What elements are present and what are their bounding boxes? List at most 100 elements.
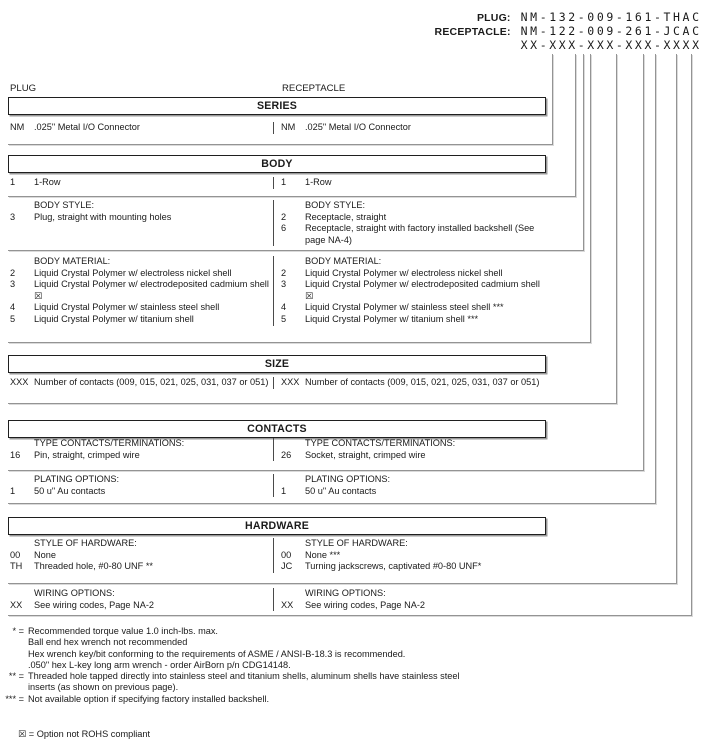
- footnote-text: Threaded hole tapped directly into stain…: [28, 671, 460, 682]
- option-row: 4 Liquid Crystal Polymer w/ stainless st…: [8, 302, 273, 314]
- rohs-note: ☒ = Option not ROHS compliant: [18, 729, 151, 739]
- option-code: 3: [10, 279, 16, 290]
- option-code: 1: [10, 177, 16, 187]
- footnote-marker: *** =: [5, 693, 24, 704]
- footnote-marker: [0, 649, 24, 660]
- section-header-hardware: HARDWARE: [8, 517, 546, 535]
- option-code: 1: [281, 177, 287, 187]
- option-code: 3: [281, 279, 287, 290]
- option-text: .025" Metal I/O Connector: [34, 122, 140, 132]
- option-code: 26: [281, 449, 292, 460]
- series-options: NM .025" Metal I/O Connector NM .025" Me…: [8, 122, 547, 134]
- option-code: 00: [10, 549, 21, 560]
- option-row: 1 50 u" Au contacts: [8, 486, 273, 498]
- option-row: 2 Liquid Crystal Polymer w/ electroless …: [279, 268, 547, 280]
- option-code: 2: [281, 267, 287, 278]
- size-left: XXX Number of contacts (009, 015, 021, 0…: [8, 377, 273, 389]
- option-text: Liquid Crystal Polymer w/ electrodeposit…: [305, 279, 540, 301]
- option-text: Liquid Crystal Polymer w/ stainless stee…: [34, 302, 220, 313]
- option-row: NM .025" Metal I/O Connector: [279, 122, 547, 134]
- option-row: XX See wiring codes, Page NA-2: [8, 600, 273, 612]
- footnote-marker: [0, 682, 24, 693]
- subsection-heading: PLATING OPTIONS:: [34, 474, 120, 484]
- option-row: 00 None: [8, 550, 273, 562]
- subsection-heading: BODY MATERIAL:: [34, 256, 111, 266]
- receptacle-label: RECEPTACLE:: [434, 26, 511, 38]
- plug-column-label: PLUG: [10, 83, 37, 94]
- section-header-body: BODY: [8, 155, 546, 173]
- option-code: NM: [281, 122, 296, 132]
- option-code: 5: [10, 313, 16, 324]
- footnote-marker: [0, 660, 24, 671]
- option-code: XX: [10, 599, 23, 610]
- option-row: 5 Liquid Crystal Polymer w/ titanium she…: [8, 314, 273, 326]
- series-right: NM .025" Metal I/O Connector: [273, 122, 547, 134]
- section-title: CONTACTS: [247, 423, 307, 435]
- plug-part-number: NM-132-009-161-THAC: [520, 10, 702, 24]
- option-text: Liquid Crystal Polymer w/ electrodeposit…: [34, 279, 269, 301]
- section-title: SIZE: [264, 358, 290, 370]
- body-row-right: 1 1-Row: [273, 177, 547, 189]
- option-text: Pin, straight, crimped wire: [34, 449, 140, 460]
- section-header-contacts: CONTACTS: [8, 420, 546, 438]
- plug-part-number-row: PLUG:NM-132-009-161-THAC: [435, 10, 699, 24]
- receptacle-part-number: NM-122-009-261-JCAC: [520, 24, 702, 38]
- option-row: XXX Number of contacts (009, 015, 021, 0…: [8, 377, 273, 389]
- option-text: Threaded hole, #0-80 UNF **: [34, 561, 153, 572]
- body-material-left: BODY MATERIAL: 2 Liquid Crystal Polymer …: [8, 256, 273, 326]
- section-header-series: SERIES: [8, 97, 546, 115]
- hardware-style-options: STYLE OF HARDWARE: 00 None TH Threaded h…: [8, 538, 547, 573]
- subsection-heading: TYPE CONTACTS/TERMINATIONS:: [34, 438, 185, 448]
- option-code: 2: [10, 267, 16, 278]
- subsection-heading: PLATING OPTIONS:: [305, 474, 391, 484]
- footnote-line: inserts (as shown on previous page).: [0, 682, 700, 693]
- footnote-marker: * =: [12, 626, 25, 636]
- body-style-right: BODY STYLE: 2 Receptacle, straight 6 Rec…: [273, 200, 547, 247]
- option-text: None: [34, 549, 56, 560]
- body-material-options: BODY MATERIAL: 2 Liquid Crystal Polymer …: [8, 256, 547, 326]
- section-header-size: SIZE: [8, 355, 546, 373]
- footnote-text: Recommended torque value 1.0 inch-lbs. m…: [28, 626, 218, 636]
- option-text: See wiring codes, Page NA-2: [305, 599, 426, 610]
- section-title: SERIES: [256, 100, 298, 112]
- option-text: Socket, straight, crimped wire: [305, 449, 426, 460]
- wiring-right: WIRING OPTIONS: XX See wiring codes, Pag…: [273, 588, 547, 612]
- option-row: 00 None ***: [279, 550, 547, 562]
- option-row: 26 Socket, straight, crimped wire: [279, 450, 547, 462]
- option-text: Liquid Crystal Polymer w/ electroless ni…: [34, 267, 232, 278]
- option-code: XX: [281, 599, 294, 610]
- size-right: XXX Number of contacts (009, 015, 021, 0…: [273, 377, 547, 389]
- body-row-options: 1 1-Row 1 1-Row: [8, 177, 547, 189]
- option-row: 3 Liquid Crystal Polymer w/ electrodepos…: [279, 279, 547, 302]
- subsection-heading: BODY STYLE:: [34, 200, 95, 210]
- plating-left: PLATING OPTIONS: 1 50 u" Au contacts: [8, 474, 273, 497]
- footnote-text: Not available option if specifying facto…: [28, 693, 270, 704]
- footnote-text: inserts (as shown on previous page).: [28, 682, 179, 693]
- footnote-line: *** = Not available option if specifying…: [0, 694, 700, 705]
- option-row: 5 Liquid Crystal Polymer w/ titanium she…: [279, 314, 547, 326]
- option-code: TH: [10, 561, 23, 572]
- option-code: XXX: [281, 377, 300, 387]
- option-text: 1-Row: [34, 177, 61, 187]
- body-material-right: BODY MATERIAL: 2 Liquid Crystal Polymer …: [273, 256, 547, 326]
- subsection-heading: STYLE OF HARDWARE:: [305, 538, 408, 548]
- option-code: 16: [10, 449, 21, 460]
- option-row: XXX Number of contacts (009, 015, 021, 0…: [279, 377, 547, 389]
- size-options: XXX Number of contacts (009, 015, 021, 0…: [8, 377, 547, 389]
- hardware-style-left: STYLE OF HARDWARE: 00 None TH Threaded h…: [8, 538, 273, 573]
- contact-type-left: TYPE CONTACTS/TERMINATIONS: 16 Pin, stra…: [8, 438, 273, 461]
- body-row-left: 1 1-Row: [8, 177, 273, 189]
- subsection-heading: TYPE CONTACTS/TERMINATIONS:: [305, 438, 456, 448]
- footnote-text: Hex wrench key/bit conforming to the req…: [28, 648, 406, 659]
- option-row: 1 50 u" Au contacts: [279, 486, 547, 498]
- option-row: XX See wiring codes, Page NA-2: [279, 600, 547, 612]
- footnote-line: Ball end hex wrench not recommended: [0, 637, 700, 648]
- subsection-heading: WIRING OPTIONS:: [305, 588, 386, 598]
- option-text: Receptacle, straight: [305, 211, 387, 222]
- option-code: 00: [281, 549, 292, 560]
- option-code: JC: [281, 561, 293, 572]
- receptacle-column-label: RECEPTACLE: [282, 83, 346, 94]
- option-code: 1: [281, 485, 287, 496]
- wiring-options: WIRING OPTIONS: XX See wiring codes, Pag…: [8, 588, 547, 612]
